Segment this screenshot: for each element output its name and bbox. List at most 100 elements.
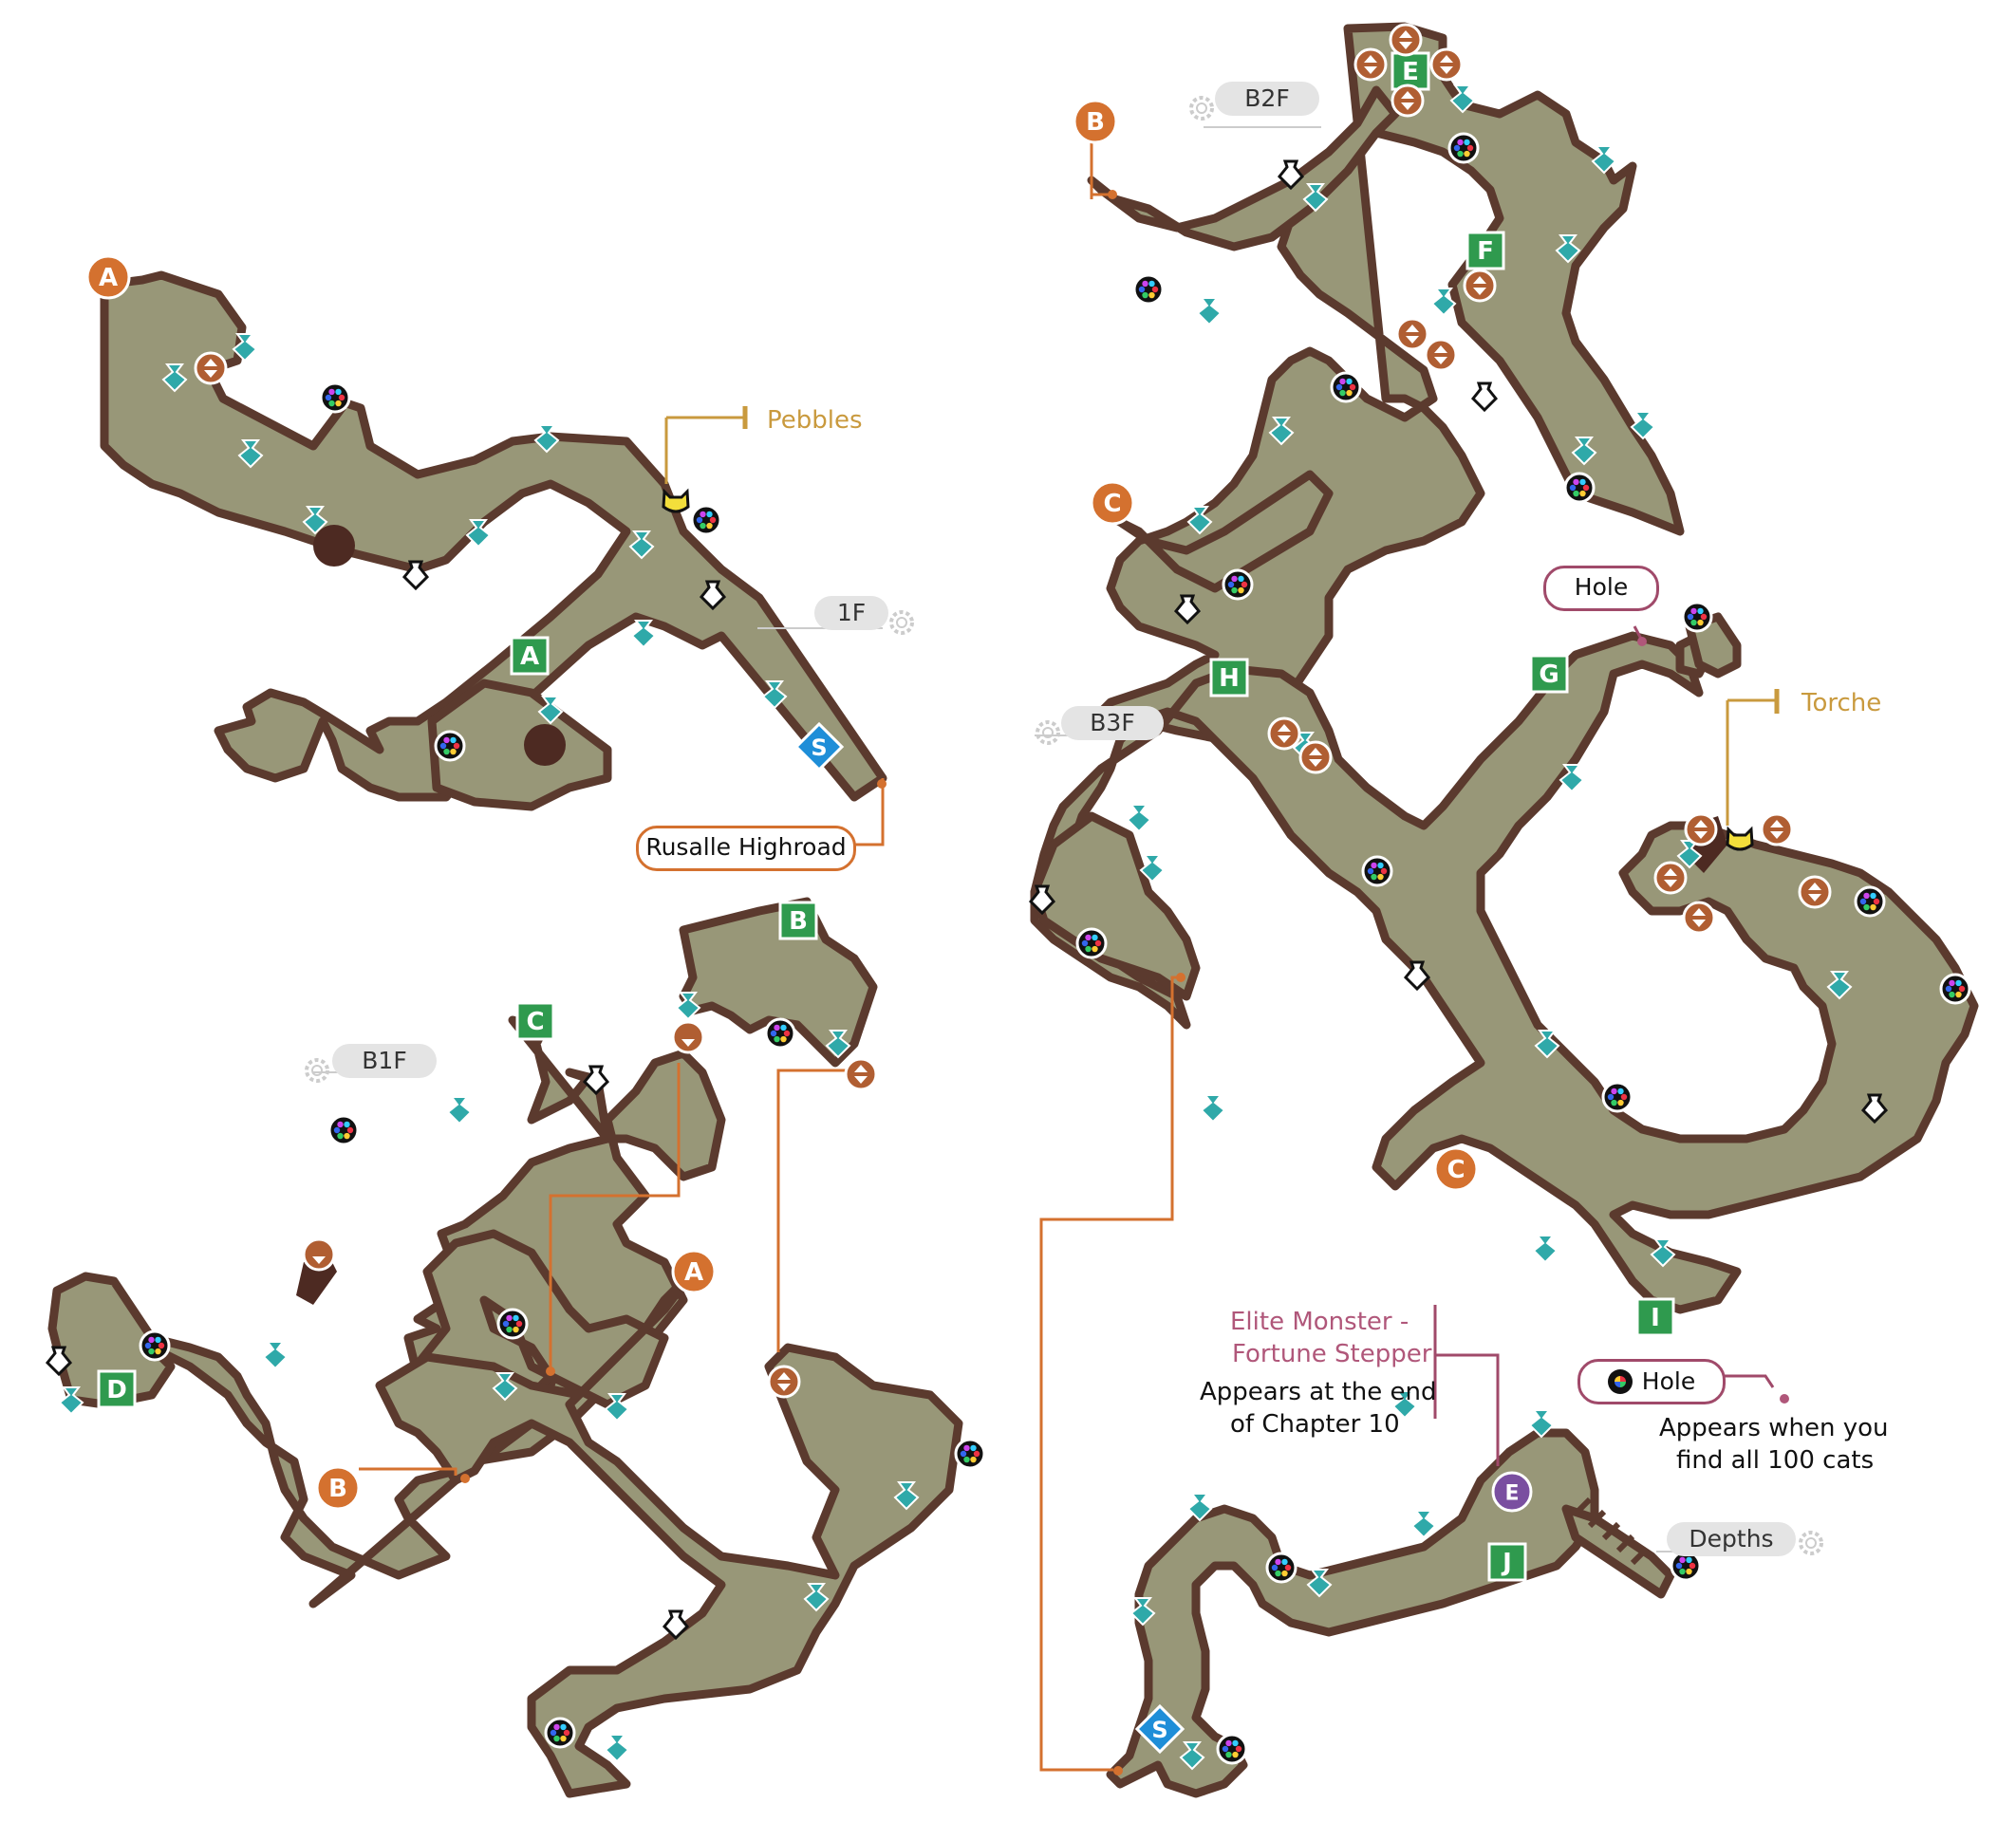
pot-icon[interactable] bbox=[1860, 1093, 1889, 1125]
teal-crystal-icon[interactable] bbox=[237, 439, 264, 469]
stairs-icon[interactable] bbox=[1389, 23, 1423, 57]
gacha-orb-icon[interactable] bbox=[690, 504, 722, 536]
teal-crystal-icon[interactable] bbox=[604, 1393, 630, 1422]
pot-icon[interactable] bbox=[1028, 884, 1056, 916]
elite-monster-marker[interactable] bbox=[1491, 1471, 1533, 1513]
teal-crystal-icon[interactable] bbox=[1528, 1409, 1555, 1439]
teal-crystal-icon[interactable] bbox=[232, 333, 258, 363]
teal-crystal-icon[interactable] bbox=[630, 620, 657, 649]
teal-crystal-icon[interactable] bbox=[1571, 437, 1597, 466]
gacha-orb-icon[interactable] bbox=[1132, 273, 1165, 306]
pot-icon[interactable] bbox=[45, 1346, 73, 1377]
stairs-icon[interactable] bbox=[1682, 901, 1716, 935]
gacha-orb-icon[interactable] bbox=[1601, 1081, 1633, 1113]
teal-crystal-icon[interactable] bbox=[1591, 145, 1617, 175]
waypoint-g[interactable] bbox=[1529, 654, 1569, 694]
teal-crystal-icon[interactable] bbox=[533, 424, 560, 454]
waypoint-h[interactable] bbox=[1209, 658, 1249, 697]
teal-crystal-icon[interactable] bbox=[893, 1481, 920, 1511]
gacha-orb-icon[interactable] bbox=[1222, 568, 1254, 601]
gacha-orb-icon[interactable] bbox=[544, 1717, 576, 1749]
gacha-orb-icon[interactable] bbox=[1681, 601, 1713, 633]
teal-crystal-icon[interactable] bbox=[825, 1030, 851, 1059]
stairs-icon[interactable] bbox=[1391, 84, 1425, 118]
gacha-orb-icon[interactable] bbox=[1670, 1550, 1702, 1582]
teal-crystal-icon[interactable] bbox=[1391, 1390, 1418, 1420]
floor-tab-b1f[interactable]: B1F bbox=[332, 1044, 437, 1078]
stairs-icon[interactable] bbox=[1353, 47, 1388, 82]
stairs-icon[interactable] bbox=[1653, 861, 1688, 895]
pot-icon[interactable] bbox=[1173, 594, 1202, 625]
gacha-orb-icon[interactable] bbox=[1265, 1552, 1297, 1584]
teal-crystal-icon[interactable] bbox=[446, 1096, 473, 1125]
waypoint-j[interactable] bbox=[1487, 1542, 1527, 1582]
stairs-icon[interactable] bbox=[1298, 740, 1333, 774]
teal-crystal-icon[interactable] bbox=[675, 992, 701, 1021]
teal-crystal-icon[interactable] bbox=[1449, 84, 1476, 114]
waypoint-d[interactable] bbox=[97, 1369, 137, 1409]
gacha-orb-icon[interactable] bbox=[1447, 132, 1480, 164]
connection-c-b2f[interactable] bbox=[1090, 480, 1135, 526]
gacha-orb-icon[interactable] bbox=[954, 1438, 986, 1470]
gacha-orb-icon[interactable] bbox=[496, 1308, 529, 1340]
cat-icon[interactable] bbox=[1726, 826, 1754, 851]
teal-crystal-icon[interactable] bbox=[1126, 804, 1152, 833]
gacha-orb-icon[interactable] bbox=[1854, 885, 1886, 918]
teal-crystal-icon[interactable] bbox=[628, 530, 655, 560]
pot-icon[interactable] bbox=[1403, 960, 1431, 992]
teal-crystal-icon[interactable] bbox=[1129, 1597, 1156, 1627]
waypoint-a[interactable] bbox=[510, 636, 550, 676]
floor-tab-b2f[interactable]: B2F bbox=[1215, 82, 1319, 116]
teal-crystal-icon[interactable] bbox=[537, 696, 564, 725]
teal-crystal-icon[interactable] bbox=[465, 519, 492, 548]
connection-b-b1f[interactable] bbox=[315, 1465, 361, 1511]
teal-crystal-icon[interactable] bbox=[161, 363, 188, 393]
pot-icon[interactable] bbox=[582, 1065, 610, 1096]
stairs-icon[interactable] bbox=[1760, 812, 1794, 846]
teal-crystal-icon[interactable] bbox=[1532, 1235, 1559, 1264]
stairs-icon[interactable] bbox=[1684, 812, 1718, 846]
teal-crystal-icon[interactable] bbox=[1410, 1510, 1437, 1539]
teal-crystal-icon[interactable] bbox=[1630, 411, 1656, 440]
gacha-orb-icon[interactable] bbox=[1939, 973, 1971, 1005]
stairs-icon[interactable] bbox=[767, 1365, 801, 1399]
teal-crystal-icon[interactable] bbox=[1559, 764, 1585, 793]
teal-crystal-icon[interactable] bbox=[1306, 1569, 1333, 1598]
pot-icon[interactable] bbox=[1277, 159, 1305, 191]
connection-a-1f[interactable] bbox=[85, 254, 131, 300]
stairs-icon[interactable] bbox=[1798, 875, 1832, 909]
floor-tab-depths[interactable]: Depths bbox=[1667, 1522, 1796, 1556]
teal-crystal-icon[interactable] bbox=[1534, 1030, 1560, 1059]
connection-a-b1f[interactable] bbox=[671, 1249, 717, 1294]
stairs-icon[interactable] bbox=[194, 351, 228, 385]
teal-crystal-icon[interactable] bbox=[1139, 854, 1166, 883]
teal-crystal-icon[interactable] bbox=[1555, 234, 1581, 264]
gacha-orb-icon[interactable] bbox=[139, 1329, 171, 1362]
stairs-icon[interactable] bbox=[671, 1020, 705, 1054]
teal-crystal-icon[interactable] bbox=[1826, 971, 1853, 1000]
stairs-icon[interactable] bbox=[1429, 47, 1464, 82]
pot-icon[interactable] bbox=[1470, 381, 1499, 413]
waypoint-e[interactable] bbox=[1391, 51, 1430, 91]
floor-tab-1f[interactable]: 1F bbox=[814, 596, 888, 630]
waypoint-b[interactable] bbox=[778, 901, 818, 940]
teal-crystal-icon[interactable] bbox=[1268, 417, 1295, 446]
gacha-orb-icon[interactable] bbox=[1361, 855, 1393, 887]
teal-crystal-icon[interactable] bbox=[1430, 288, 1457, 317]
gacha-orb-icon[interactable] bbox=[1330, 371, 1362, 403]
stairs-icon[interactable] bbox=[1267, 716, 1301, 751]
teal-crystal-icon[interactable] bbox=[604, 1734, 630, 1763]
teal-crystal-icon[interactable] bbox=[1196, 297, 1223, 326]
waypoint-c[interactable] bbox=[515, 1001, 555, 1041]
teal-crystal-icon[interactable] bbox=[492, 1372, 518, 1402]
gacha-orb-icon[interactable] bbox=[1075, 927, 1108, 959]
start-marker[interactable] bbox=[1134, 1703, 1185, 1755]
gacha-orb-icon[interactable] bbox=[764, 1017, 796, 1050]
stairs-icon[interactable] bbox=[1395, 317, 1429, 351]
connection-c-b3f[interactable] bbox=[1433, 1146, 1479, 1192]
teal-crystal-icon[interactable] bbox=[1650, 1238, 1676, 1268]
gacha-orb-icon[interactable] bbox=[327, 1114, 360, 1146]
floor-tab-b3f[interactable]: B3F bbox=[1061, 706, 1164, 740]
stairs-icon[interactable] bbox=[1424, 338, 1458, 372]
gacha-orb-icon[interactable] bbox=[319, 381, 351, 414]
